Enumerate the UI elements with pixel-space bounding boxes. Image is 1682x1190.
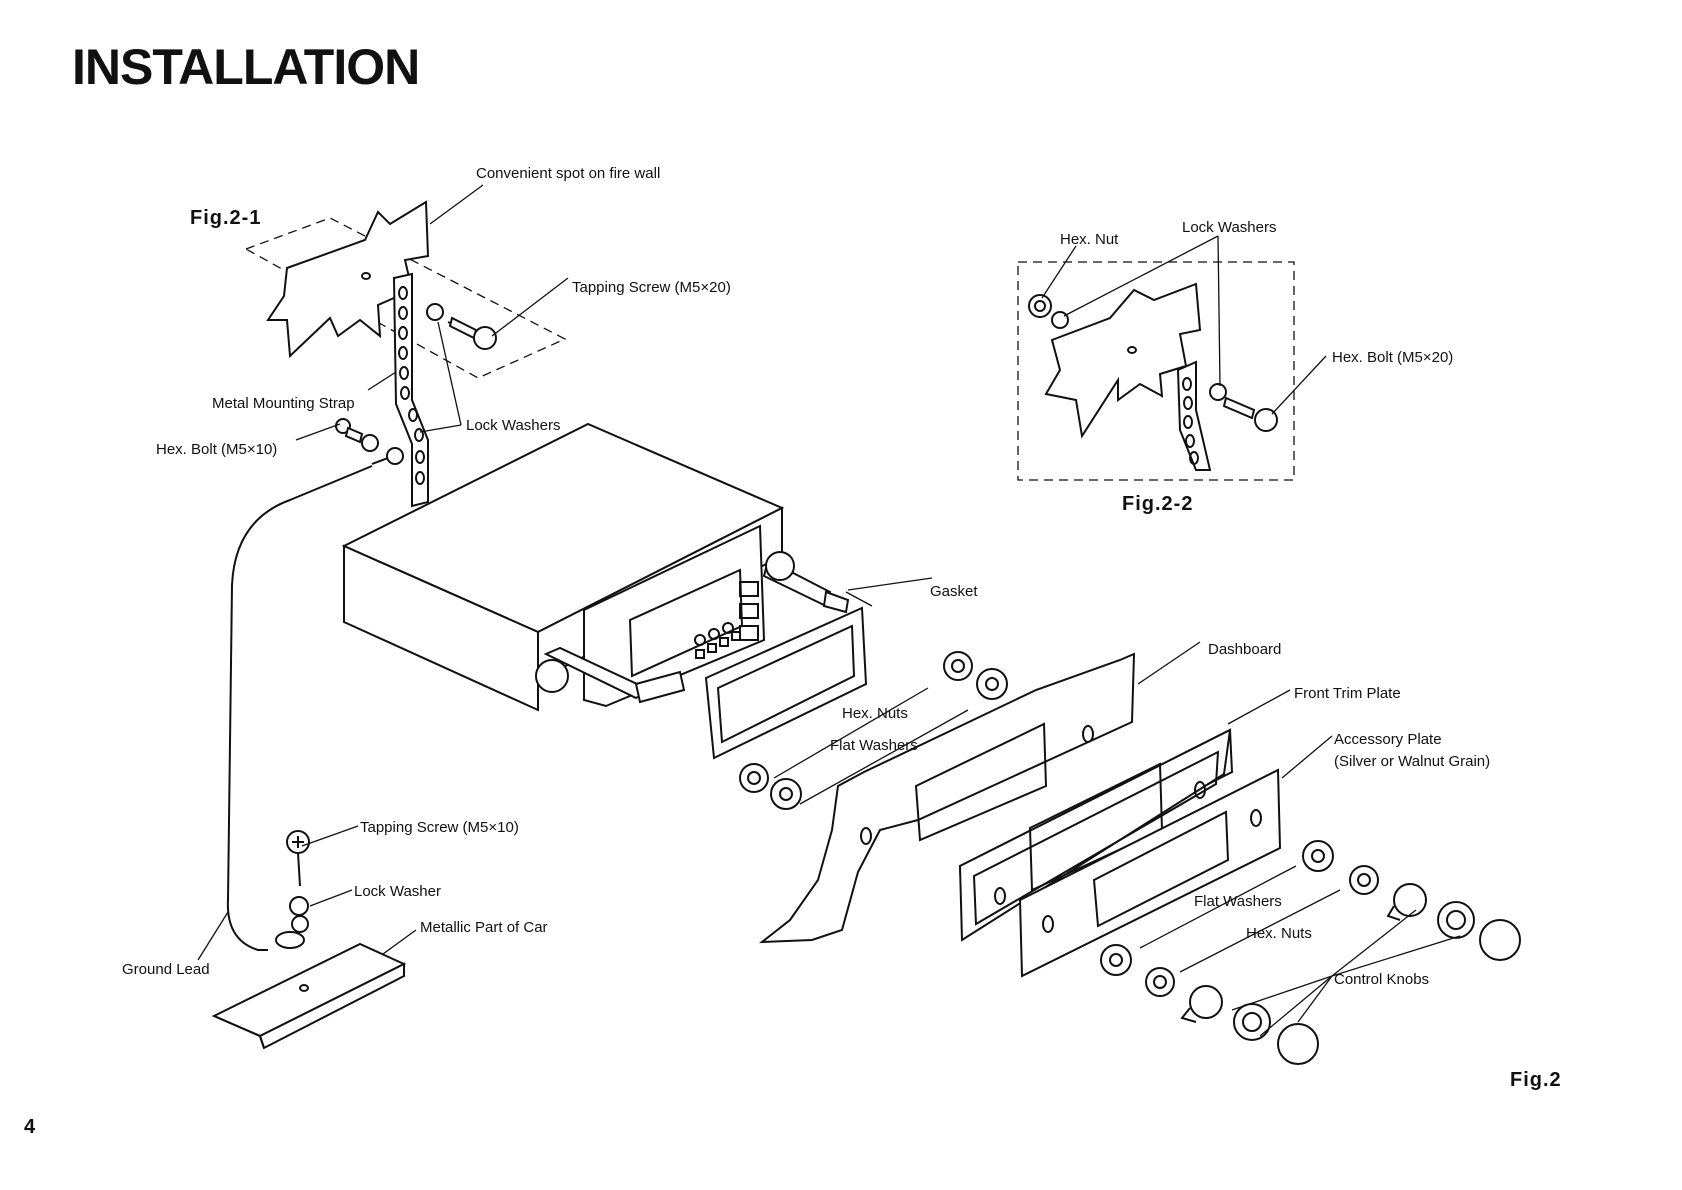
fig-2-label: Fig.2 (1510, 1069, 1562, 1091)
page-title: INSTALLATION (72, 39, 420, 95)
label-tapping-screw-m5x10: Tapping Screw (M5×10) (360, 819, 519, 836)
main-unit (341, 422, 850, 712)
label-hex-nuts-center: Hex. Nuts (842, 705, 908, 722)
label-accessory-plate-finish: (Silver or Walnut Grain) (1334, 753, 1490, 770)
front-trim-plate (958, 689, 1291, 942)
label-metal-mounting-strap: Metal Mounting Strap (212, 395, 355, 412)
label-front-trim-plate: Front Trim Plate (1294, 685, 1401, 702)
label-convenient-spot: Convenient spot on fire wall (476, 165, 660, 182)
center-nuts-washers (739, 577, 1008, 810)
label-hex-nut: Hex. Nut (1060, 231, 1119, 248)
label-gasket: Gasket (930, 583, 978, 600)
label-hex-bolt-m5x10: Hex. Bolt (M5×10) (156, 441, 277, 458)
label-dashboard: Dashboard (1208, 641, 1281, 658)
label-hex-nuts-right: Hex. Nuts (1246, 925, 1312, 942)
accessory-plate (1018, 735, 1333, 978)
fig-2-2-label: Fig.2-2 (1122, 493, 1193, 515)
label-control-knobs: Control Knobs (1334, 971, 1429, 988)
label-flat-washers-right: Flat Washers (1194, 893, 1282, 910)
ground-lead-wire (226, 465, 373, 951)
label-lock-washer: Lock Washer (354, 883, 441, 900)
label-accessory-plate: Accessory Plate (1334, 731, 1442, 748)
control-hardware (1100, 840, 1521, 1065)
label-lock-washers-left: Lock Washers (466, 417, 560, 434)
label-hex-bolt-m5x20: Hex. Bolt (M5×20) (1332, 349, 1453, 366)
label-ground-lead: Ground Lead (122, 961, 210, 978)
label-flat-washers-center: Flat Washers (830, 737, 918, 754)
label-lock-washers-right: Lock Washers (1182, 219, 1276, 236)
ground-hardware (197, 825, 417, 1050)
label-metallic-part: Metallic Part of Car (420, 919, 548, 936)
label-tapping-screw-m5x20: Tapping Screw (M5×20) (572, 279, 731, 296)
fig-2-1-assembly (244, 184, 569, 508)
dashboard (758, 641, 1201, 944)
fig-2-2-assembly (1017, 235, 1327, 481)
gasket (704, 606, 868, 760)
fig-2-1-label: Fig.2-1 (190, 207, 261, 229)
page-number: 4 (24, 1116, 36, 1138)
